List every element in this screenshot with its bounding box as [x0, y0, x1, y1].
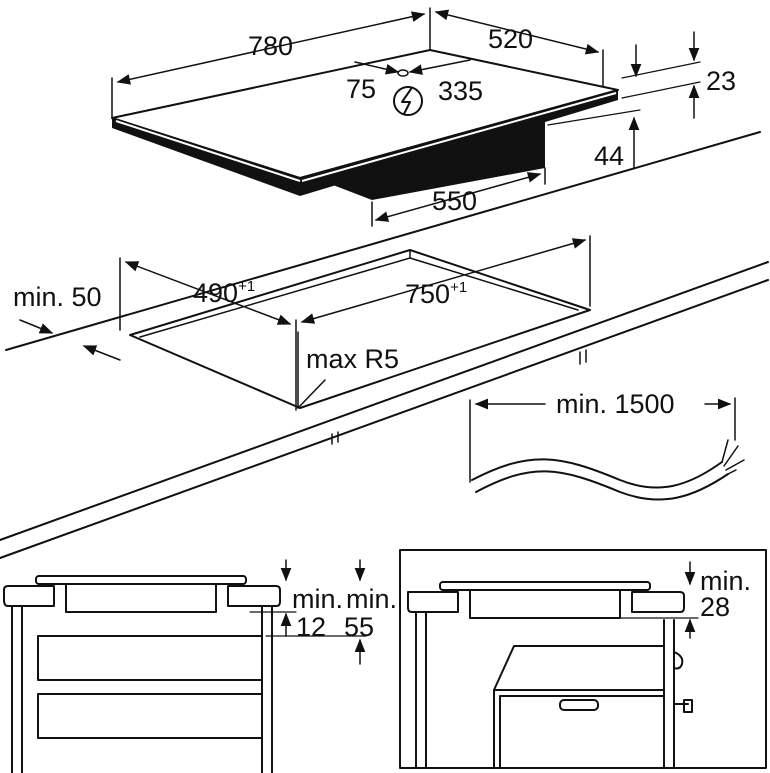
drawer-worktop-left: [3, 585, 55, 607]
dim-min-50: [19, 319, 121, 361]
hob-glass-front-edge: [112, 118, 300, 196]
drawer-1: [37, 635, 263, 681]
bolt-in-circle-icon: [393, 86, 423, 116]
label-drawer-min-1: min.: [292, 584, 343, 614]
radius-leader-2: [297, 379, 326, 409]
label-335: 335: [438, 76, 483, 106]
label-drawer-55: 55: [344, 612, 374, 642]
dim-box-height-44: [547, 109, 641, 169]
label-drawer-min-2: min.: [346, 584, 397, 614]
oven-worktop-right: [631, 591, 685, 613]
oven-cabinet-right: [663, 619, 675, 769]
label-75: 75: [346, 74, 376, 104]
dim-cutout-width-750: [300, 235, 591, 324]
worktop-front-edge-lower: [0, 279, 769, 559]
dim-depth-520: [434, 9, 604, 87]
oven-screw: [673, 699, 693, 713]
label-490-value: 490: [193, 278, 238, 308]
label-490-tol: +1: [238, 278, 255, 295]
oven-hob-glass: [439, 581, 651, 591]
oven-detail: [399, 549, 767, 769]
dim-335-arrow: [408, 59, 471, 75]
worktop-front-edge: [0, 261, 769, 541]
label-max-r5: max R5: [306, 344, 399, 374]
label-min-1500: min. 1500: [556, 389, 675, 419]
label-min-50: min. 50: [13, 282, 102, 312]
label-780: 780: [248, 31, 293, 61]
drawer-hob-glass: [35, 575, 247, 585]
label-oven-min: min.: [700, 566, 751, 596]
label-520: 520: [488, 24, 533, 54]
oven-knob: [673, 651, 684, 670]
label-550: 550: [432, 186, 477, 216]
oven-top: [493, 645, 665, 691]
hob-drawing: 780 520 75 335 23 44: [111, 7, 736, 227]
label-oven-28: 28: [700, 592, 730, 622]
cable-drawing: [469, 397, 745, 501]
drawer-2: [37, 693, 263, 739]
break-mark-left: [331, 431, 339, 445]
drawer-detail: [3, 559, 367, 773]
label-44: 44: [594, 141, 624, 171]
dim-thickness-23: [621, 31, 701, 119]
break-mark-right: [579, 349, 587, 365]
oven-detail-frame: [399, 549, 767, 769]
oven-worktop-left: [407, 591, 459, 613]
label-750-value: 750: [405, 279, 450, 309]
label-23: 23: [706, 66, 736, 96]
dim-cutout-depth-490: [119, 257, 297, 411]
drawer-hob-box: [65, 583, 217, 613]
drawer-cabinet-left: [11, 605, 23, 773]
oven-handle: [559, 699, 599, 711]
cutout-outline: [129, 249, 591, 409]
label-drawer-12: 12: [296, 612, 326, 642]
oven-cabinet-left: [415, 611, 427, 769]
dim-width-780: [111, 7, 431, 119]
dim-box-width-550: [371, 167, 546, 227]
label-750: 750+1: [405, 279, 467, 309]
label-490: 490+1: [193, 278, 255, 308]
drawer-worktop-right: [227, 585, 281, 607]
oven-hob-box: [469, 589, 621, 619]
connection-point: [397, 69, 409, 77]
worktop-drawing: 490+1 750+1 min. 50 max R5: [0, 131, 769, 559]
dim-75-arrow: [354, 61, 400, 75]
drawer-cabinet-right: [261, 605, 273, 773]
oven-front: [493, 689, 665, 769]
label-750-tol: +1: [450, 279, 467, 296]
